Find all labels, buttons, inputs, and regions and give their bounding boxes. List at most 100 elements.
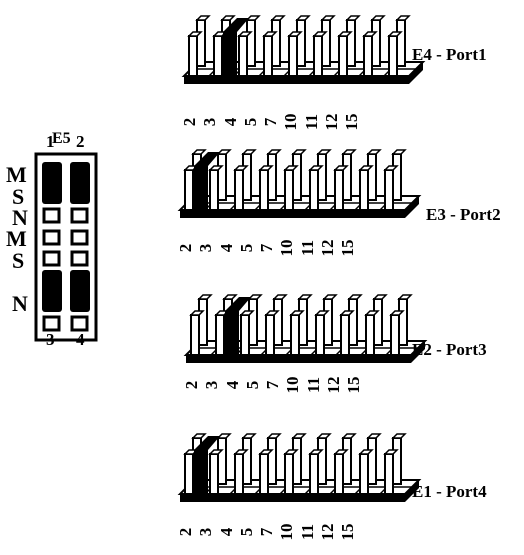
pin-back (245, 15, 261, 67)
pin-number-label: 4 (216, 243, 236, 253)
header-base-front (186, 355, 411, 363)
pin-back (241, 433, 257, 485)
pin-front (387, 31, 403, 77)
pin-front (264, 310, 280, 356)
header-3 (183, 294, 428, 363)
pin-number-label: 12 (317, 523, 337, 541)
pin-front (289, 310, 305, 356)
pin-number-label: 10 (277, 239, 297, 257)
pin-front (362, 31, 378, 77)
pin-back (297, 294, 313, 346)
pin-number-label: 10 (281, 113, 301, 131)
port-label: E3 - Port2 (426, 205, 501, 224)
e5-title: E5 (52, 130, 71, 147)
pin-number-label: 5 (236, 243, 256, 253)
pin-back (241, 149, 257, 201)
pin-number-label: 3 (202, 380, 222, 390)
port-label: E1 - Port4 (412, 482, 487, 501)
e5-pin (42, 250, 61, 267)
pin-front (237, 31, 253, 77)
pin-back (391, 433, 407, 485)
port-label: E4 - Port1 (412, 45, 487, 64)
pin-number-label: 15 (344, 376, 363, 394)
pin-number-label: 12 (317, 239, 337, 257)
pin-front (337, 31, 353, 77)
pin-front (208, 449, 224, 495)
pin-back (391, 149, 407, 201)
e5-pin (70, 229, 89, 246)
pin-number-label: 5 (236, 527, 256, 537)
pin-number-label: 11 (301, 113, 321, 131)
pin-number-label: 10 (277, 523, 297, 541)
pin-back (266, 433, 282, 485)
pin-back (316, 433, 332, 485)
header-base-side (411, 341, 425, 363)
pin-number-label: 12 (321, 113, 341, 131)
pin-front (262, 31, 278, 77)
e5-pin (70, 250, 89, 267)
pin-back (291, 433, 307, 485)
e5-jumper-block (34, 152, 98, 342)
header-base-front (180, 210, 405, 218)
e5-pin (70, 315, 89, 332)
pin-number-label: 4 (222, 380, 242, 390)
pin-back (216, 433, 232, 485)
pin-number-label: 5 (240, 117, 260, 127)
e5-row-label-s2: S (12, 248, 25, 273)
pin-front (287, 31, 303, 77)
pin-front (383, 165, 399, 211)
headers-layer (177, 15, 428, 502)
pin-number-label: 4 (216, 527, 236, 537)
pin-back (316, 149, 332, 201)
e5-row-label-m1: M (6, 162, 27, 187)
pin-back (395, 15, 411, 67)
jumper-shunt (223, 18, 249, 76)
header-base-side (405, 196, 419, 218)
e5-pin (42, 229, 61, 246)
pin-back (372, 294, 388, 346)
pin-number-label: 3 (200, 117, 220, 127)
header-1 (181, 15, 426, 84)
e5-jumper-top-left (42, 162, 62, 204)
pin-front (258, 165, 274, 211)
jumper-shunt (194, 436, 220, 494)
pin-back (266, 149, 282, 201)
pin-back (195, 15, 211, 67)
pin-front (389, 310, 405, 356)
e5-jumper-bottom-right (70, 270, 90, 312)
pin-back (366, 149, 382, 201)
pin-back (397, 294, 413, 346)
pin-back (345, 15, 361, 67)
pin-front (358, 449, 374, 495)
pin-front (208, 165, 224, 211)
pin-number-label: 15 (338, 239, 357, 257)
pin-front (189, 310, 205, 356)
pin-back (216, 149, 232, 201)
pin-number-label: 7 (261, 117, 280, 127)
pin-front (187, 31, 203, 77)
pin-number-label: 2 (182, 380, 201, 390)
pin-number-label: 5 (242, 380, 262, 390)
pin-number-label: 12 (323, 376, 343, 394)
pin-number-label: 2 (176, 527, 195, 537)
e5-jumper-bottom-left (42, 270, 62, 312)
pin-number-label: 11 (297, 239, 317, 257)
pin-back (291, 149, 307, 201)
pin-number-label: 2 (180, 117, 199, 127)
e5-col-label-3: 3 (46, 330, 55, 349)
pin-back (322, 294, 338, 346)
pin-number-label: 3 (196, 243, 216, 253)
port-label: E2 - Port3 (412, 340, 487, 359)
e5-jumper-top-right (70, 162, 90, 204)
pin-number-label: 7 (257, 243, 276, 253)
pin-front (358, 165, 374, 211)
pin-front (333, 449, 349, 495)
pin-front (314, 310, 330, 356)
jumper-shunt (225, 297, 251, 355)
pin-front (233, 449, 249, 495)
pin-back (347, 294, 363, 346)
e5-pin (42, 207, 61, 224)
pin-back (270, 15, 286, 67)
